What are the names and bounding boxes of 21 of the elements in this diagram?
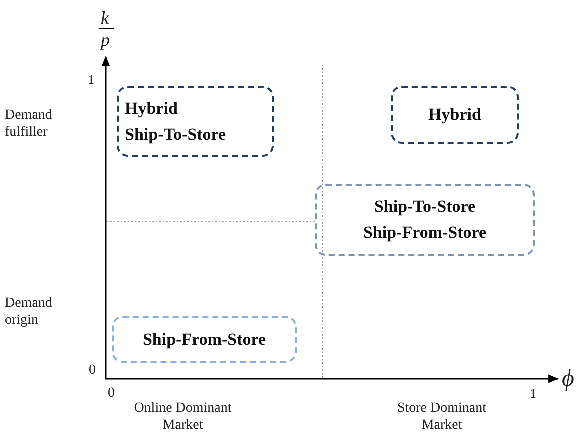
strategy-name: Hybrid — [428, 104, 482, 126]
strategy-name: Ship-From-Store — [363, 222, 487, 244]
tick-label: 0 — [108, 386, 115, 402]
axis-label: ϕ — [562, 366, 574, 392]
strategy-box — [117, 86, 274, 157]
strategy-box — [391, 86, 519, 144]
axis-label: p — [101, 30, 110, 50]
strategy-box — [315, 184, 535, 256]
strategy-name: Hybrid — [125, 98, 178, 120]
axis-label: k — [101, 8, 109, 28]
axis-category-label: Demand origin — [5, 295, 54, 329]
tick-label: 0 — [89, 363, 96, 379]
tick-label: 1 — [530, 386, 536, 401]
axis-category-label: Store Dominant Market — [396, 400, 488, 434]
axis-category-label: Online Dominant Market — [133, 400, 233, 434]
strategy-name: Ship-To-Store — [125, 124, 226, 146]
tick-label: 1 — [88, 72, 94, 87]
strategy-name: Ship-From-Store — [142, 328, 266, 351]
strategy-box — [112, 316, 297, 363]
strategy-name: Ship-To-Store — [374, 196, 476, 218]
axis-category-label: Demand fulfiller — [5, 107, 54, 141]
